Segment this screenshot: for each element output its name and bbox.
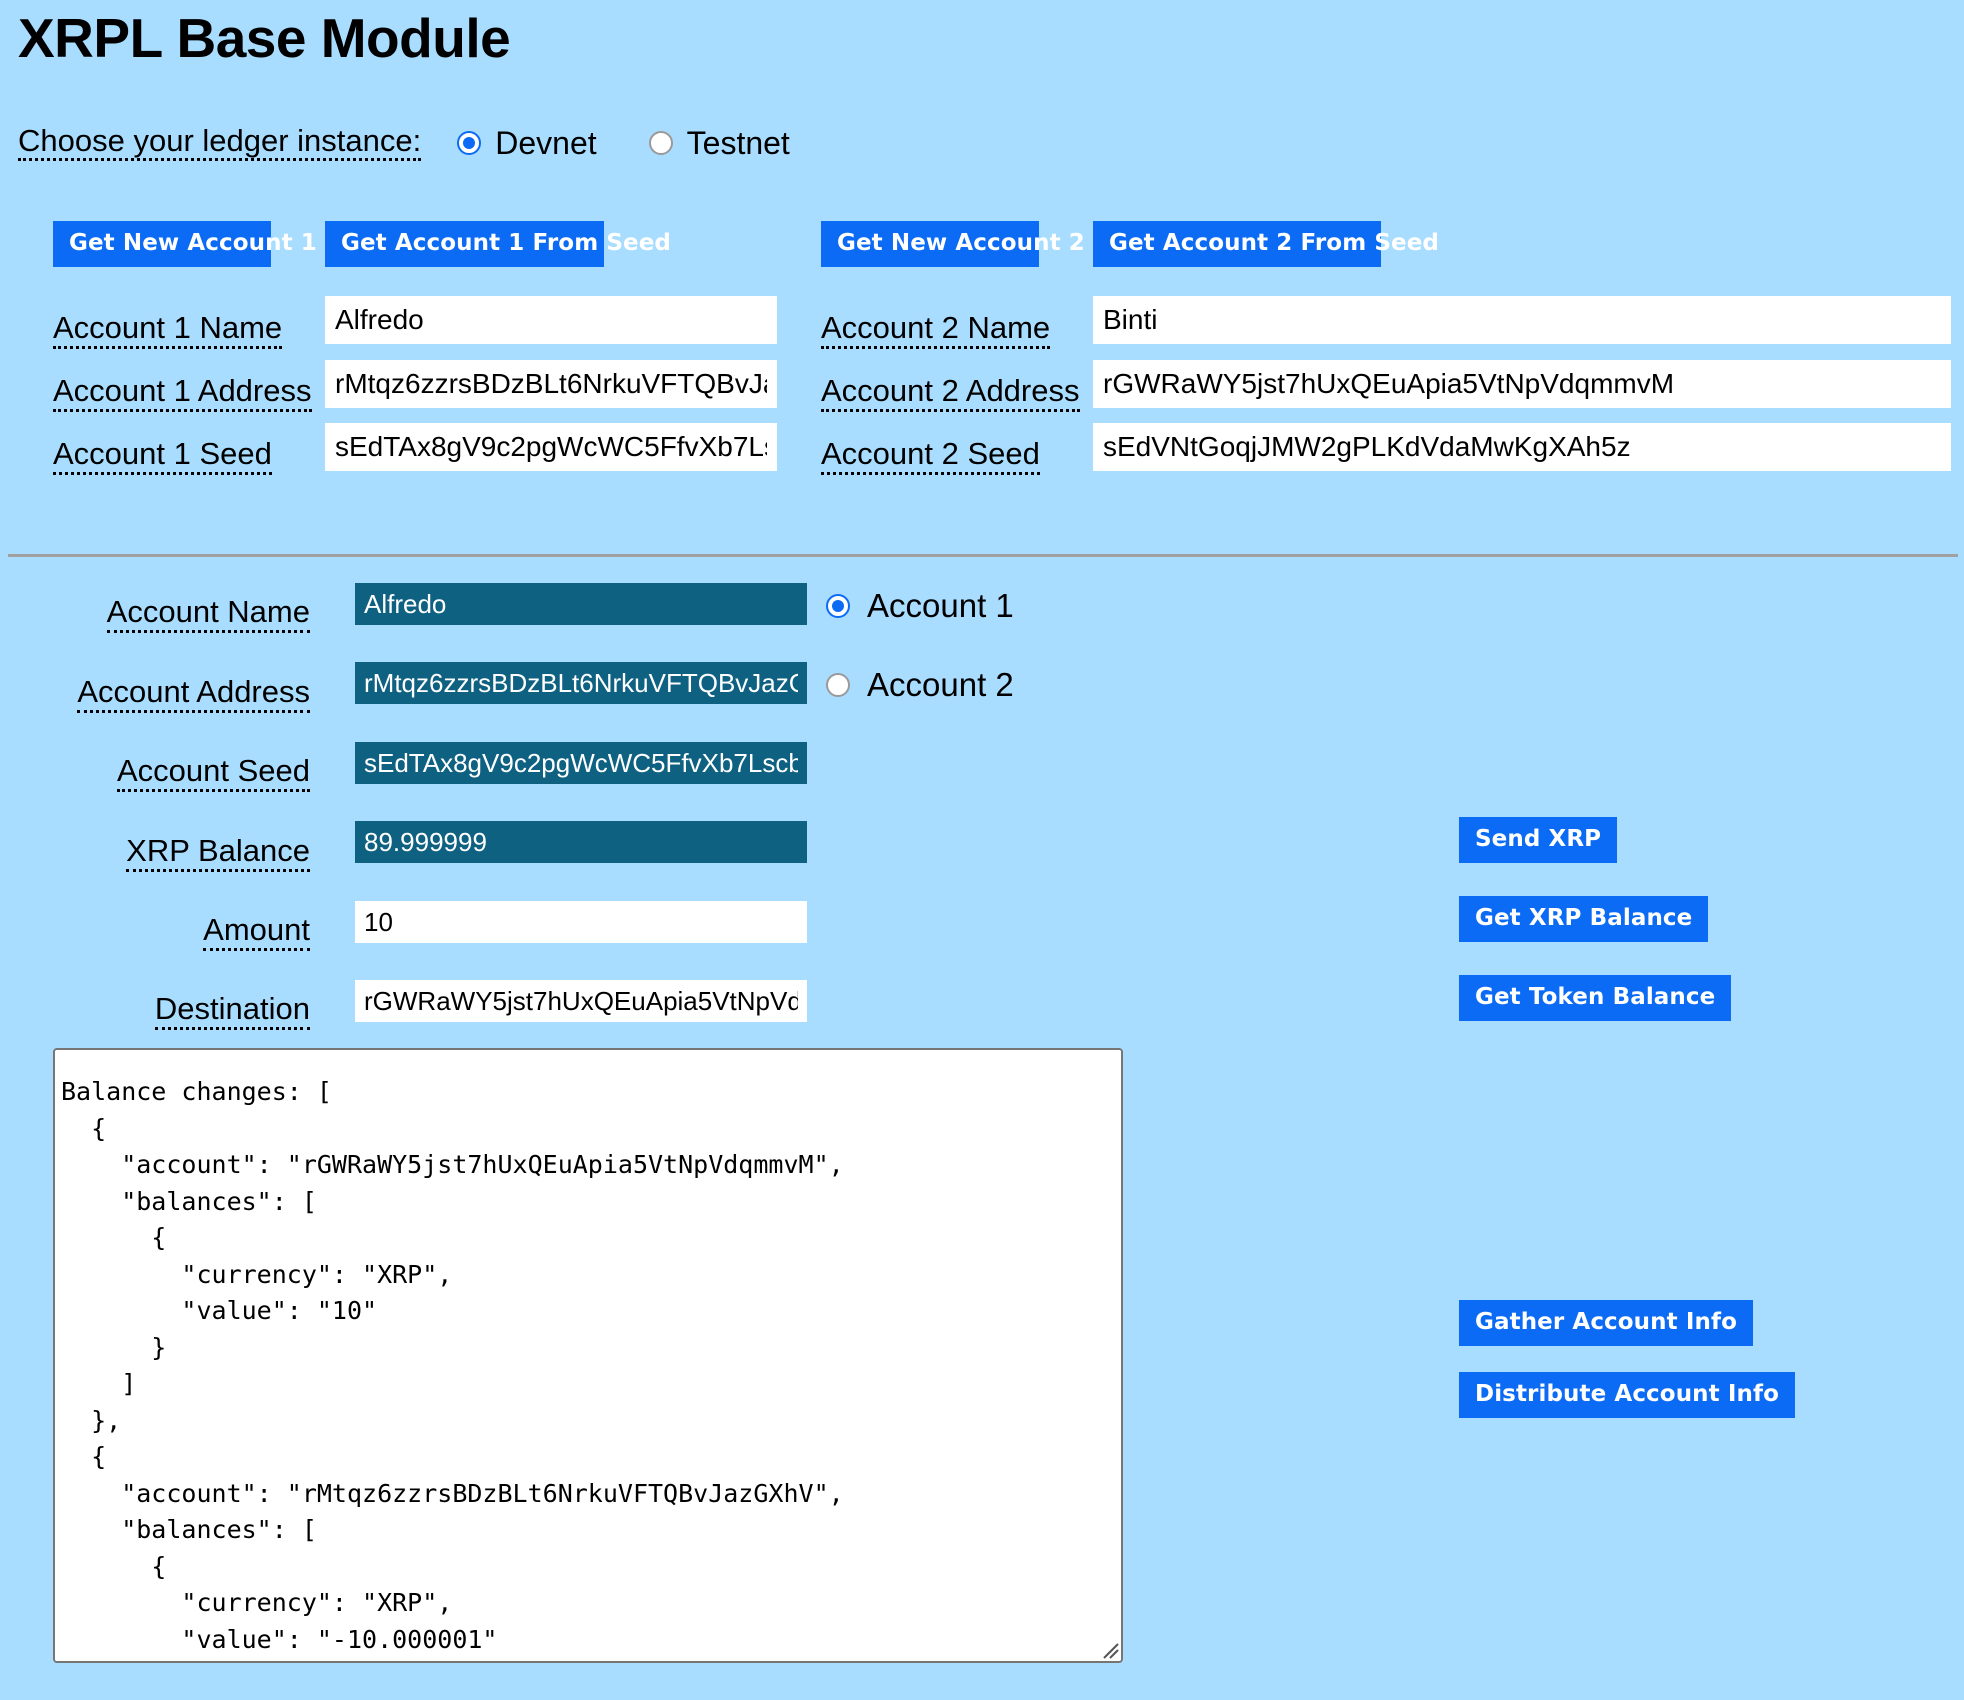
page-title: XRPL Base Module	[18, 7, 511, 69]
destination-label: Destination	[55, 991, 310, 1030]
amount-label: Amount	[55, 912, 310, 951]
gather-account-info-button[interactable]: Gather Account Info	[1459, 1300, 1753, 1346]
account-2-address-input[interactable]	[1093, 360, 1951, 408]
section-divider	[8, 554, 1958, 557]
account-seed-label: Account Seed	[55, 753, 310, 792]
xrp-balance-label: XRP Balance	[55, 833, 310, 872]
ledger-instance-label: Choose your ledger instance:	[18, 124, 422, 162]
account-2-seed-label: Account 2 Seed	[821, 436, 1040, 475]
get-token-balance-button[interactable]: Get Token Balance	[1459, 975, 1732, 1021]
ledger-instance-chooser: Choose your ledger instance: Devnet Test…	[18, 123, 842, 163]
account-1-name-input[interactable]	[325, 296, 777, 344]
select-account-1-radio[interactable]: Account 1	[826, 587, 1014, 625]
radio-devnet-label: Devnet	[495, 124, 597, 161]
ledger-radio-group: Devnet Testnet	[457, 125, 842, 162]
get-account-2-from-seed-button[interactable]: Get Account 2 From Seed	[1093, 221, 1439, 267]
account-1-name-label: Account 1 Name	[53, 310, 283, 349]
account-2-address-label: Account 2 Address	[821, 373, 1080, 412]
account-2-name-label: Account 2 Name	[821, 310, 1051, 349]
log-output-textarea[interactable]: Balance changes: [ { "account": "rGWRaWY…	[53, 1048, 1123, 1663]
account-1-address-label: Account 1 Address	[53, 373, 312, 412]
select-account-1-dot[interactable]	[826, 594, 850, 618]
radio-testnet-label: Testnet	[686, 124, 790, 161]
get-new-account-2-button[interactable]: Get New Account 2	[821, 221, 1085, 267]
get-account-1-from-seed-button[interactable]: Get Account 1 From Seed	[325, 221, 671, 267]
get-xrp-balance-button[interactable]: Get XRP Balance	[1459, 896, 1709, 942]
account-2-seed-input[interactable]	[1093, 423, 1951, 471]
send-xrp-button[interactable]: Send XRP	[1459, 817, 1618, 863]
account-2-name-input[interactable]	[1093, 296, 1951, 344]
destination-field[interactable]	[355, 980, 807, 1022]
select-account-2-dot[interactable]	[826, 673, 850, 697]
account-seed-field[interactable]	[355, 742, 807, 784]
log-output-wrapper: Balance changes: [ { "account": "rGWRaWY…	[53, 1048, 1123, 1663]
radio-devnet-dot[interactable]	[457, 131, 482, 155]
amount-field[interactable]	[355, 901, 807, 943]
select-account-2-radio[interactable]: Account 2	[826, 666, 1014, 704]
account-address-label: Account Address	[55, 674, 310, 713]
get-new-account-1-button[interactable]: Get New Account 1	[53, 221, 317, 267]
account-address-field[interactable]	[355, 662, 807, 704]
account-1-seed-input[interactable]	[325, 423, 777, 471]
select-account-2-label: Account 2	[867, 666, 1014, 703]
select-account-1-label: Account 1	[867, 587, 1014, 624]
account-1-seed-label: Account 1 Seed	[53, 436, 272, 475]
account-name-label: Account Name	[55, 594, 310, 633]
radio-devnet[interactable]: Devnet	[457, 124, 597, 162]
radio-testnet-dot[interactable]	[648, 131, 673, 155]
account-1-address-input[interactable]	[325, 360, 777, 408]
account-name-field[interactable]	[355, 583, 807, 625]
xrp-balance-field[interactable]	[355, 821, 807, 863]
distribute-account-info-button[interactable]: Distribute Account Info	[1459, 1372, 1795, 1418]
radio-testnet[interactable]: Testnet	[648, 124, 790, 162]
